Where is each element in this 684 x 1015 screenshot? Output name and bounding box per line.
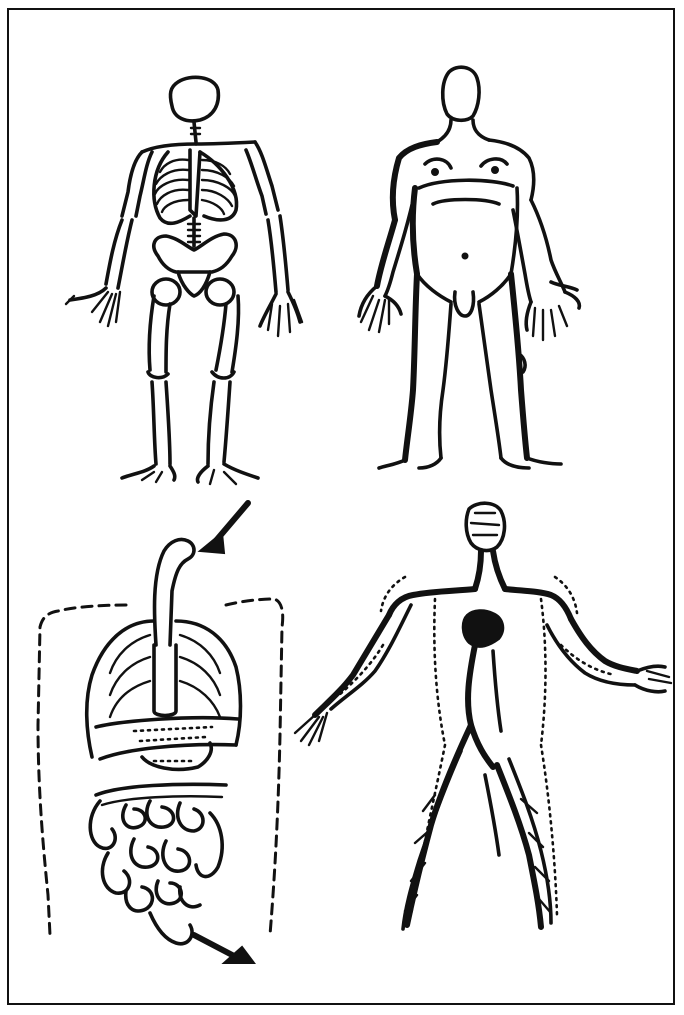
- pointer-arrow-bottom: [194, 935, 236, 957]
- circulatory-figure: [285, 495, 675, 945]
- digestive-figure: [30, 495, 300, 975]
- body-outline-figure: [355, 60, 595, 480]
- skeleton-figure: [50, 60, 320, 490]
